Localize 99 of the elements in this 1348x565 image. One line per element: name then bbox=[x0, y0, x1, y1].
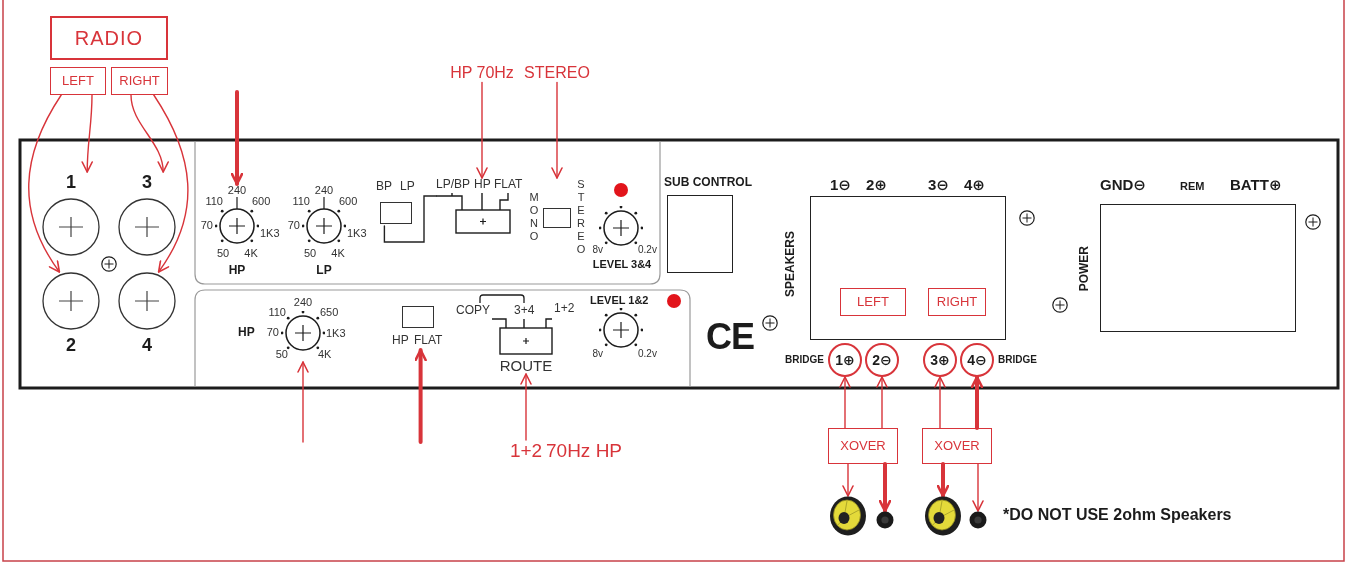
terminal-label: BATT⊕ bbox=[1230, 176, 1282, 194]
arrow bbox=[934, 376, 946, 429]
scale-label: 4K bbox=[244, 247, 258, 260]
arrow bbox=[130, 94, 169, 173]
annotation-box: RIGHT bbox=[111, 67, 168, 95]
arrow bbox=[297, 361, 309, 443]
arrow bbox=[551, 81, 563, 179]
scale-label: 240 bbox=[293, 296, 313, 309]
jack-number: 3 bbox=[142, 172, 152, 193]
switch-position-label: BP bbox=[376, 180, 392, 194]
annotation-box: XOVER bbox=[922, 428, 992, 464]
switch-position-label: MONO bbox=[528, 191, 539, 243]
terminal-label: 2⊕ bbox=[866, 176, 887, 194]
scale-label: 1K3 bbox=[347, 227, 367, 240]
switch-position-label: FLAT bbox=[414, 334, 443, 348]
switch-position-label: LP/BP bbox=[436, 178, 471, 192]
control-label: HP bbox=[228, 264, 246, 278]
terminal-highlight: 1⊕ bbox=[828, 343, 862, 377]
annotation-box: LEFT bbox=[50, 67, 106, 95]
scale-label: 8v bbox=[592, 244, 603, 256]
ce-mark: CE bbox=[706, 316, 754, 358]
arrow bbox=[842, 463, 854, 497]
scale-label: 1K3 bbox=[326, 327, 346, 340]
annotation-box: RIGHT bbox=[928, 288, 986, 316]
scale-label: 0.2v bbox=[638, 244, 657, 256]
switch-position-label: HP bbox=[392, 334, 409, 348]
arrow bbox=[878, 462, 892, 513]
terminal-label: REM bbox=[1180, 180, 1205, 193]
control-label: SUB CONTROL bbox=[664, 176, 752, 190]
scale-label: 70 bbox=[287, 219, 300, 232]
scale-label: 110 bbox=[205, 195, 223, 208]
section-label: SPEAKERS bbox=[784, 231, 798, 298]
arrow bbox=[839, 376, 851, 429]
switch-position-label: STEREO bbox=[575, 178, 586, 256]
switch-position-label: HP bbox=[474, 178, 491, 192]
annotation-text: HP 70Hz bbox=[450, 64, 514, 83]
annotation-box: LEFT bbox=[840, 288, 906, 316]
speaker-icon bbox=[829, 496, 867, 536]
scale-label: 110 bbox=[292, 195, 310, 208]
arrow bbox=[970, 375, 984, 430]
annotation-box: XOVER bbox=[828, 428, 898, 464]
terminal-caption: BRIDGE bbox=[998, 354, 1037, 366]
warning-note: *DO NOT USE 2ohm Speakers bbox=[1003, 506, 1232, 525]
jack-number: 1 bbox=[66, 172, 76, 193]
scale-label: 50 bbox=[275, 348, 288, 361]
switch-position-label: 1+2 bbox=[554, 302, 575, 316]
arrow bbox=[153, 94, 189, 273]
scale-label: 70 bbox=[266, 326, 279, 339]
speaker-icon bbox=[924, 496, 962, 536]
scale-label: 600 bbox=[339, 195, 358, 208]
scale-label: 50 bbox=[216, 247, 230, 260]
scale-label: 70 bbox=[200, 219, 213, 232]
scale-label: 600 bbox=[252, 195, 271, 208]
arrow bbox=[520, 373, 532, 441]
annotation-text: 1+2 bbox=[509, 440, 543, 462]
arrow bbox=[876, 376, 888, 429]
tweeter-icon bbox=[969, 511, 987, 529]
scale-label: 4K bbox=[318, 348, 332, 361]
control-label: ROUTE bbox=[499, 357, 553, 375]
arrow bbox=[972, 463, 984, 512]
switch-position-label: 3+4 bbox=[514, 304, 535, 318]
control-label: LEVEL 3&4 bbox=[592, 258, 652, 271]
arrow bbox=[936, 462, 950, 498]
terminal-label: 3⊖ bbox=[928, 176, 949, 194]
connector-line bbox=[383, 195, 437, 243]
scale-label: 4K bbox=[331, 247, 345, 260]
terminal-label: 4⊕ bbox=[964, 176, 985, 194]
scale-label: 50 bbox=[303, 247, 317, 260]
terminal-highlight: 3⊕ bbox=[923, 343, 957, 377]
arrow bbox=[28, 94, 62, 273]
arrow bbox=[230, 90, 244, 186]
terminal-label: GND⊖ bbox=[1100, 176, 1146, 194]
tweeter-icon bbox=[876, 511, 894, 529]
terminal-label: 1⊖ bbox=[830, 176, 851, 194]
scale-label: 1K3 bbox=[260, 227, 280, 240]
scale-label: 240 bbox=[314, 184, 334, 197]
scale-label: 0.2v bbox=[638, 348, 657, 360]
terminal-highlight: 2⊖ bbox=[865, 343, 899, 377]
section-label: POWER bbox=[1078, 246, 1092, 292]
switch-position-label: FLAT bbox=[494, 178, 523, 192]
arrow bbox=[476, 81, 488, 179]
arrow bbox=[414, 348, 427, 444]
annotation-text: 70Hz HP bbox=[546, 440, 623, 462]
arrow bbox=[81, 94, 94, 173]
switch-position-label: COPY bbox=[456, 304, 490, 318]
scale-label: 110 bbox=[268, 306, 286, 319]
terminal-highlight: 4⊖ bbox=[960, 343, 994, 377]
control-label: LEVEL 1&2 bbox=[590, 294, 649, 307]
annotation-text: STEREO bbox=[524, 64, 590, 83]
annotation-box: RADIO bbox=[50, 16, 168, 60]
scale-label: 650 bbox=[320, 306, 339, 319]
switch-position-label: LP bbox=[400, 180, 415, 194]
jack-number: 4 bbox=[142, 335, 152, 356]
jack-number: 2 bbox=[66, 335, 76, 356]
scale-label: 8v bbox=[592, 348, 603, 360]
terminal-caption: BRIDGE bbox=[785, 354, 824, 366]
control-label: HP bbox=[238, 326, 255, 340]
scale-label: 240 bbox=[227, 184, 247, 197]
control-label: LP bbox=[316, 264, 332, 278]
